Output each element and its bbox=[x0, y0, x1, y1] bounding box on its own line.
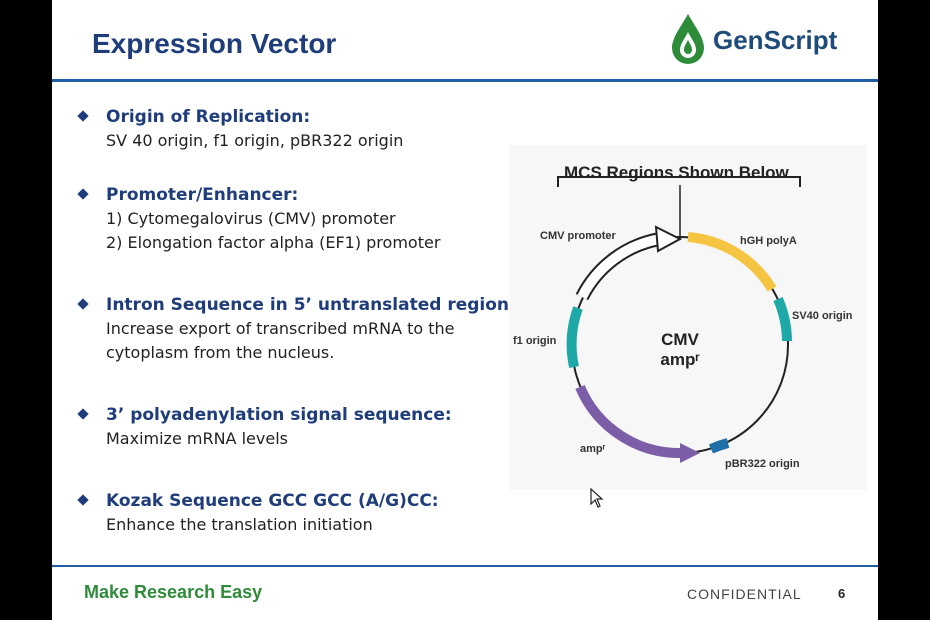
sv40-origin-segment bbox=[773, 297, 792, 342]
bullet-text: 1) Cytomegalovirus (CMV) promoter bbox=[106, 209, 396, 228]
slide: Expression Vector GenScript Origin of Re… bbox=[52, 0, 878, 620]
center-line-cmv: CMV bbox=[661, 330, 699, 349]
amp-label: ampʳ bbox=[580, 443, 606, 455]
bullet-text: SV 40 origin, f1 origin, pBR322 origin bbox=[106, 131, 404, 150]
sv40-origin-label: SV40 origin bbox=[792, 310, 853, 322]
footer-tagline: Make Research Easy bbox=[84, 582, 263, 602]
amp-segment bbox=[575, 384, 683, 459]
cmv-promoter-segment bbox=[577, 234, 661, 300]
pbr322-origin-segment bbox=[708, 438, 730, 454]
bullet-text: Increase export of transcribed mRNA to t… bbox=[106, 319, 455, 338]
header-rule bbox=[52, 79, 878, 82]
diamond-bullet-icon bbox=[77, 188, 89, 200]
bullet-item: Promoter/Enhancer: 1) Cytomegalovirus (C… bbox=[76, 183, 526, 255]
footer-confidential: CONFIDENTIAL bbox=[687, 586, 802, 602]
logo-text: GenScript bbox=[713, 25, 838, 55]
bullet-title: 3’ polyadenylation signal sequence: bbox=[106, 405, 452, 425]
leaf-drop-icon bbox=[672, 14, 704, 64]
plasmid-center-label: CMV ampʳ bbox=[640, 330, 720, 370]
bullet-item: Intron Sequence in 5’ untranslated regio… bbox=[76, 293, 526, 365]
bullet-list: Origin of Replication: SV 40 origin, f1 … bbox=[76, 105, 526, 537]
plasmid-diagram: MCS Regions Shown Below CMV promoter hGH… bbox=[510, 145, 867, 490]
cmv-promoter-label: CMV promoter bbox=[540, 230, 616, 242]
mcs-bracket bbox=[557, 176, 801, 187]
hgh-polya-label: hGH polyA bbox=[740, 235, 797, 247]
genscript-logo: GenScript bbox=[668, 12, 848, 72]
bullet-title: Kozak Sequence GCC GCC (A/G)CC: bbox=[106, 491, 439, 511]
bullet-title: Origin of Replication: bbox=[106, 107, 311, 127]
diamond-bullet-icon bbox=[77, 298, 89, 310]
mouse-pointer-icon bbox=[590, 488, 604, 508]
hgh-polya-segment bbox=[687, 232, 777, 292]
plasmid-map-graphic bbox=[557, 176, 801, 463]
f1-origin-segment bbox=[566, 306, 583, 369]
bullet-text: Enhance the translation initiation bbox=[106, 515, 373, 534]
page-number: 6 bbox=[838, 586, 846, 601]
bullet-title: Promoter/Enhancer: bbox=[106, 185, 299, 205]
slide-title: Expression Vector bbox=[92, 28, 337, 59]
bullet-item: Kozak Sequence GCC GCC (A/G)CC: Enhance … bbox=[76, 489, 526, 537]
bullet-text: Maximize mRNA levels bbox=[106, 429, 288, 448]
pbr322-origin-label: pBR322 origin bbox=[725, 458, 800, 470]
bullet-item: 3’ polyadenylation signal sequence: Maxi… bbox=[76, 403, 526, 451]
bullet-item: Origin of Replication: SV 40 origin, f1 … bbox=[76, 105, 526, 153]
amp-arrowhead bbox=[680, 443, 700, 463]
cmv-arrowhead bbox=[654, 225, 683, 253]
center-line-amp: ampʳ bbox=[660, 350, 700, 369]
mcs-label: MCS Regions Shown Below bbox=[564, 163, 789, 182]
diamond-bullet-icon bbox=[77, 110, 89, 122]
cmv-promoter-outline bbox=[575, 232, 662, 301]
f1-origin-label: f1 origin bbox=[513, 335, 557, 347]
footer-rule bbox=[52, 565, 878, 567]
diamond-bullet-icon bbox=[77, 408, 89, 420]
bullet-title: Intron Sequence in 5’ untranslated regio… bbox=[106, 295, 516, 315]
bullet-text: 2) Elongation factor alpha (EF1) promote… bbox=[106, 233, 441, 252]
diamond-bullet-icon bbox=[77, 494, 89, 506]
bullet-text: cytoplasm from the nucleus. bbox=[106, 343, 335, 362]
